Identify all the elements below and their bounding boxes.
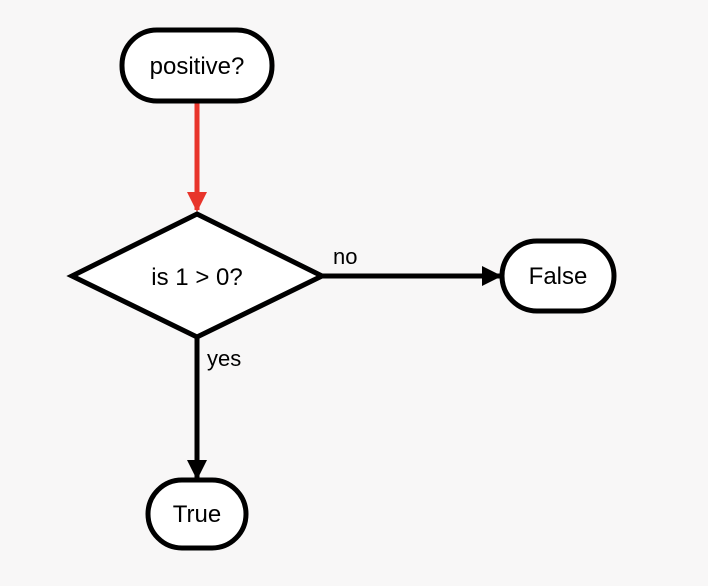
node-false[interactable]: False xyxy=(499,238,617,314)
true-node-label: True xyxy=(173,501,221,528)
yes-edge-label: yes xyxy=(207,346,241,371)
false-terminal-shape xyxy=(499,238,617,314)
edge-decision-to-false: no xyxy=(322,244,502,286)
node-true[interactable]: True xyxy=(145,477,249,551)
decision-node-label: is 1 > 0? xyxy=(151,264,242,291)
edge-decision-to-true: yes xyxy=(187,337,241,480)
start-terminal-shape xyxy=(119,27,275,104)
no-edge-label: no xyxy=(333,244,357,269)
node-decision[interactable]: is 1 > 0? xyxy=(66,211,328,340)
true-terminal-shape xyxy=(145,477,249,551)
node-start[interactable]: positive? xyxy=(119,27,275,104)
start-node-label: positive? xyxy=(150,53,245,80)
decision-diamond-shape xyxy=(66,211,328,340)
false-node-label: False xyxy=(529,263,588,290)
